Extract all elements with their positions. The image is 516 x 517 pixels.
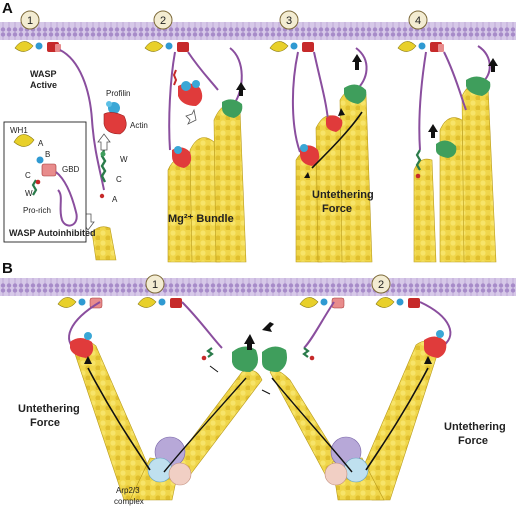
step-number: 4 — [415, 15, 421, 27]
actin-bundle-a3 — [295, 88, 373, 263]
actin-bundle-a2 — [167, 104, 247, 263]
black-arrow-up-icon — [338, 108, 345, 116]
domain-label-wh1: WH1 — [10, 126, 28, 135]
wca-strand-a2 — [172, 69, 178, 86]
arp23-complex-left — [147, 436, 192, 486]
untethering-force-label-b-right-line2: Force — [458, 435, 488, 447]
wasp-linker-a3b — [313, 51, 329, 121]
hollow-arrow-icon — [185, 108, 197, 125]
wasp-linker-b2 — [303, 301, 335, 349]
black-arrow-up-icon — [424, 356, 432, 364]
membrane-wasp-anchors-a — [14, 41, 444, 52]
strand-label-w: W — [120, 155, 128, 164]
wasp-active-label-line1: WASP — [30, 69, 57, 79]
strand-label-a: A — [112, 195, 118, 204]
step-number: 2 — [378, 279, 384, 291]
profilin-actin-cluster-a3 — [300, 84, 367, 166]
tip-cluster-a4 — [436, 76, 491, 158]
untethering-force-label-a-line2: Force — [322, 203, 352, 215]
profilin-actin-cluster-b2 — [424, 330, 447, 358]
membrane-wasp-anchors-b — [57, 297, 420, 309]
panel-b-letter: B — [2, 260, 13, 277]
step-number: 3 — [286, 15, 292, 27]
actin-label: Actin — [130, 121, 148, 130]
untethering-force-label-b-left-line1: Untethering — [18, 403, 80, 415]
membrane-panel-a — [0, 22, 516, 40]
step-number: 1 — [152, 279, 158, 291]
untethering-force-label-a-line1: Untethering — [312, 189, 374, 201]
wca-strand-a4 — [415, 149, 422, 179]
wasp-linker-a4 — [418, 51, 427, 151]
domain-label-b: B — [45, 150, 50, 159]
step-marker-a2: 2 — [153, 10, 173, 30]
wasp-linker-a4c — [477, 45, 491, 83]
untethering-arrow-b1 — [87, 367, 151, 471]
untethering-arrow-a3 — [311, 111, 363, 169]
step-marker-a4: 4 — [408, 10, 428, 30]
step-number: 2 — [160, 15, 166, 27]
black-arrow-up-icon — [488, 58, 498, 72]
domain-label-w: W — [25, 189, 33, 198]
wasp-linker-b1b — [181, 301, 223, 349]
profilin-actin-cluster-b1 — [70, 332, 94, 358]
untethering-force-label-b-right-line1: Untethering — [444, 421, 506, 433]
untethering-arrow-b2b — [271, 377, 353, 473]
profilin-actin-cluster-a2 — [172, 80, 243, 168]
domain-label-c: C — [25, 171, 31, 180]
black-arrow-up-icon — [352, 54, 362, 70]
wasp-linker-a3 — [291, 51, 301, 153]
step-marker-b2: 2 — [371, 274, 391, 294]
actin-bundle-a4 — [413, 82, 497, 263]
wasp-autoinhibited-label: WASP Autoinhibited — [9, 228, 96, 238]
panel-a-letter: A — [2, 0, 13, 17]
arp23-label-line1: Arp2/3 — [116, 486, 140, 495]
untethering-arrow-b1b — [163, 377, 247, 473]
black-arrow-up-icon — [262, 322, 274, 332]
wca-strand-b1 — [201, 347, 214, 361]
domain-label-pro-rich: Pro-rich — [23, 206, 51, 215]
strand-label-c: C — [116, 175, 122, 184]
domain-label-a: A — [38, 139, 44, 148]
black-arrow-up-icon — [244, 334, 255, 350]
wiggle-arrow-icon — [209, 365, 271, 395]
wca-strand-a1 — [99, 149, 107, 199]
wasp-linker-a2c — [229, 47, 243, 105]
wasp-active-label-line2: Active — [30, 80, 57, 90]
black-arrow-up-icon — [84, 356, 92, 364]
mg-bundle-label: Mg²⁺ Bundle — [168, 213, 234, 225]
arp23-label-line2: complex — [114, 497, 144, 506]
filament-stub-a1 — [91, 226, 117, 261]
wasp-linker-a4b — [443, 51, 467, 111]
wasp-linker-a1 — [59, 49, 105, 191]
step-number: 1 — [27, 15, 33, 27]
black-arrow-up-icon — [304, 172, 310, 178]
step-marker-b1: 1 — [145, 274, 165, 294]
domain-label-gbd: GBD — [62, 165, 80, 174]
wasp-autoinhibited-inset — [3, 121, 87, 243]
arp23-complex-right — [324, 436, 369, 486]
profilin-actin-monomer — [103, 101, 127, 135]
tip-cluster-b2 — [262, 346, 287, 372]
step-marker-a3: 3 — [279, 10, 299, 30]
untethering-arrow-b2 — [365, 367, 429, 471]
tip-cluster-b1 — [232, 346, 258, 372]
profilin-label: Profilin — [106, 89, 130, 98]
untethering-force-label-b-left-line2: Force — [30, 417, 60, 429]
wasp-linker-a2 — [168, 51, 176, 151]
black-arrow-up-icon — [428, 124, 438, 138]
membrane-panel-b — [0, 278, 516, 296]
black-arrow-up-icon — [236, 82, 246, 96]
step-marker-a1: 1 — [20, 10, 40, 30]
wasp-linker-a2b — [187, 51, 219, 91]
wca-strand-b2 — [302, 347, 315, 361]
